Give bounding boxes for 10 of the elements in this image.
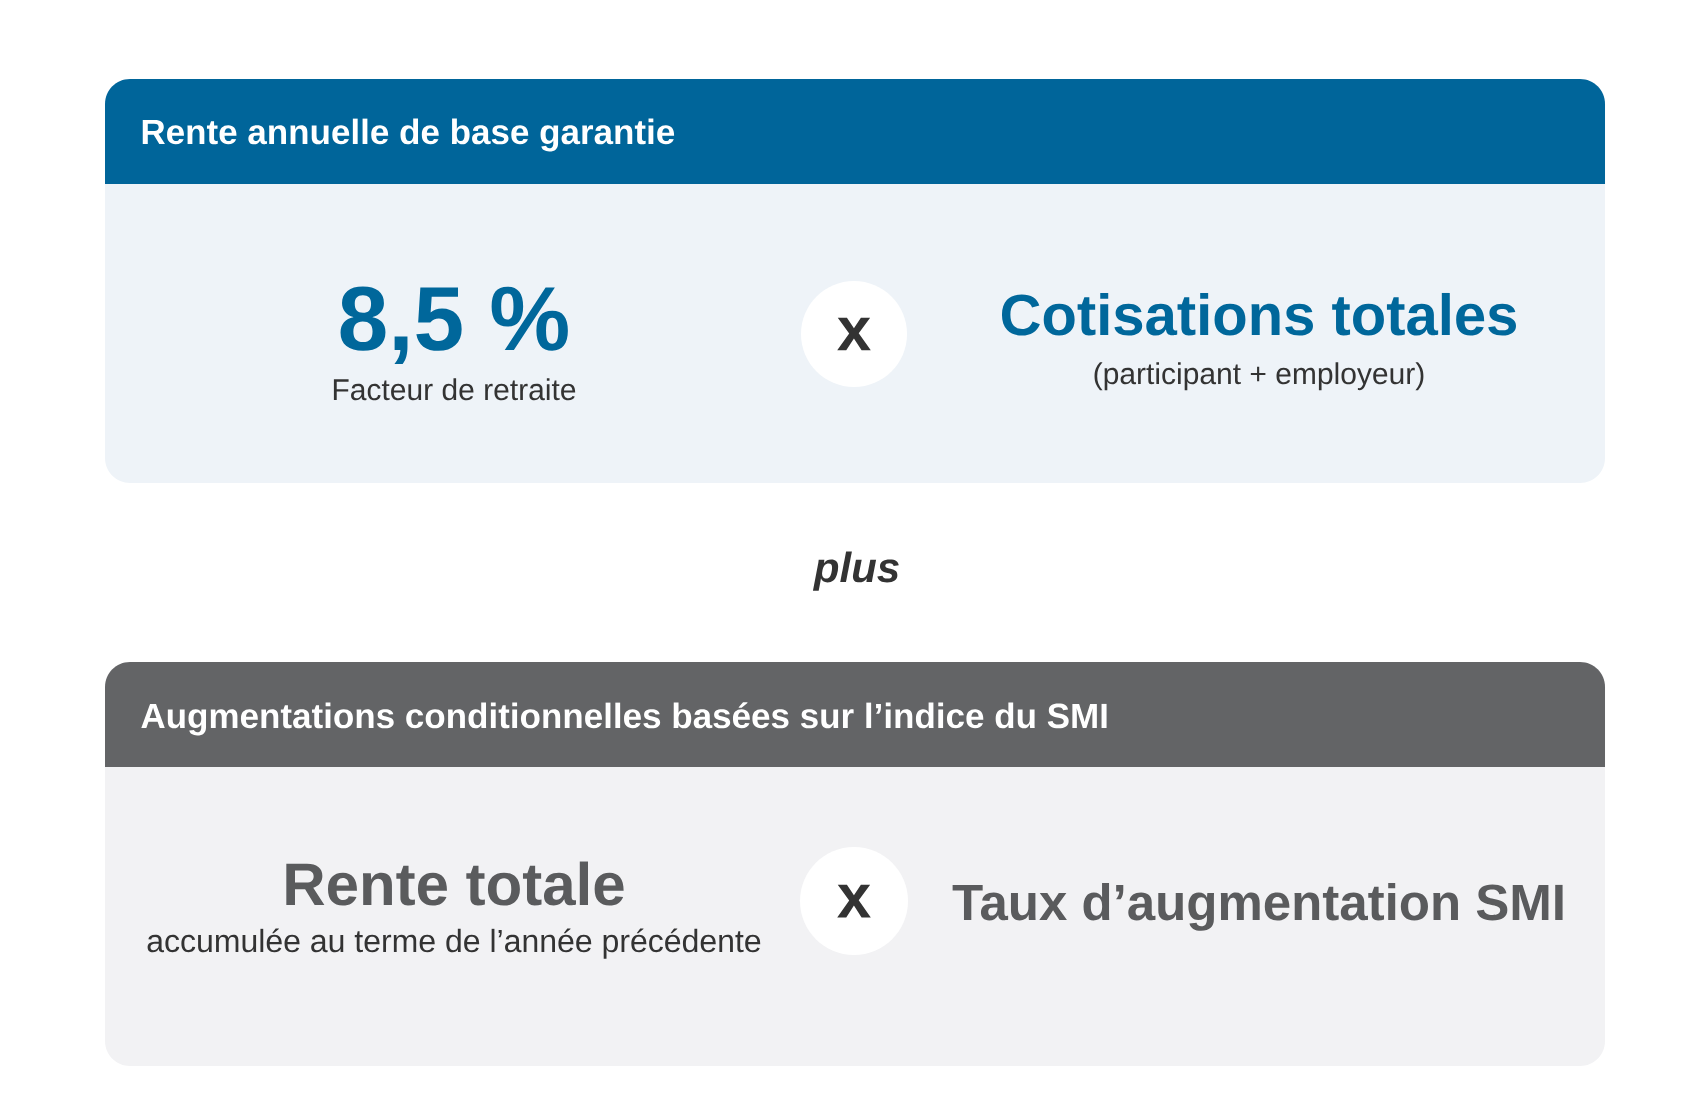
operator-word: plus <box>812 551 899 591</box>
subtitle: accumulée au terme de l’année précédente <box>147 928 761 959</box>
subtitle: Facteur de retraite <box>333 378 576 401</box>
term-title: Taux d’augmentation SMI <box>952 883 1563 931</box>
panel-heading: Augmentations conditionnelles basées sur l’indice du SMI <box>141 702 1107 736</box>
term-title: Rente totale <box>286 861 624 906</box>
subtitle: (participant + employeur) <box>1094 362 1424 391</box>
percentage-value: 8,5 % <box>340 286 568 365</box>
panel-heading: Rente annuelle de base garantie <box>142 118 675 152</box>
term-title: Cotisations totales <box>1001 292 1516 336</box>
